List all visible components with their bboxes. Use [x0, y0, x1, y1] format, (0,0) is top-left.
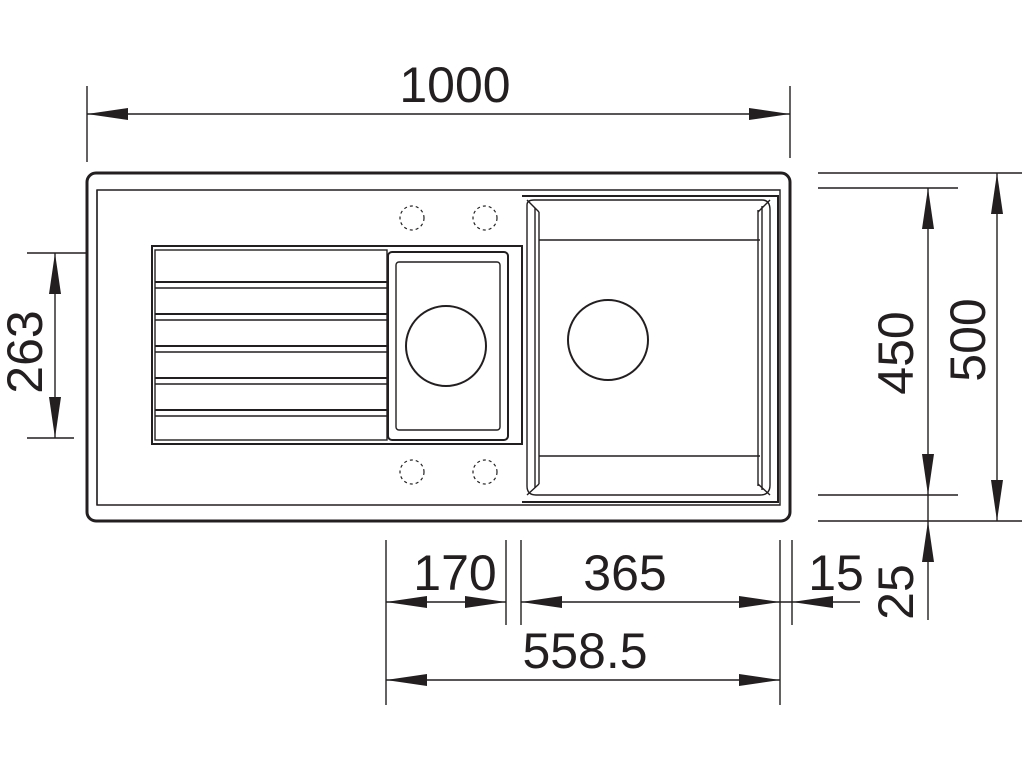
sink-outline [85, 171, 792, 523]
tap-hole-3 [399, 459, 425, 485]
dimension-overall-width: 1000 [86, 57, 791, 162]
main-bowl [522, 195, 779, 503]
dimension-drainer-width: 263 [0, 252, 87, 439]
dimension-right: 450 500 [818, 172, 1022, 522]
dim-label-500: 500 [940, 298, 996, 381]
dimension-bowl-widths: 170 365 15 [385, 540, 864, 705]
tap-hole-2 [472, 205, 498, 231]
dim-label-558-5: 558.5 [522, 623, 647, 679]
small-bowl-drain [405, 305, 487, 387]
dim-label-450: 450 [868, 311, 924, 394]
dim-label-25: 25 [868, 564, 924, 620]
drainer-area [151, 245, 523, 445]
dim-label-15: 15 [808, 545, 864, 601]
small-bowl [387, 205, 509, 485]
tap-hole-1 [399, 205, 425, 231]
dim-label-365: 365 [583, 545, 666, 601]
tap-hole-4 [472, 459, 498, 485]
dimension-bowls-total: 558.5 [386, 623, 780, 686]
dim-label-1000: 1000 [399, 57, 510, 113]
main-bowl-drain [567, 299, 649, 381]
dim-label-170: 170 [413, 545, 496, 601]
dim-label-263: 263 [0, 310, 53, 393]
dimension-front-rim: 25 [868, 495, 934, 620]
